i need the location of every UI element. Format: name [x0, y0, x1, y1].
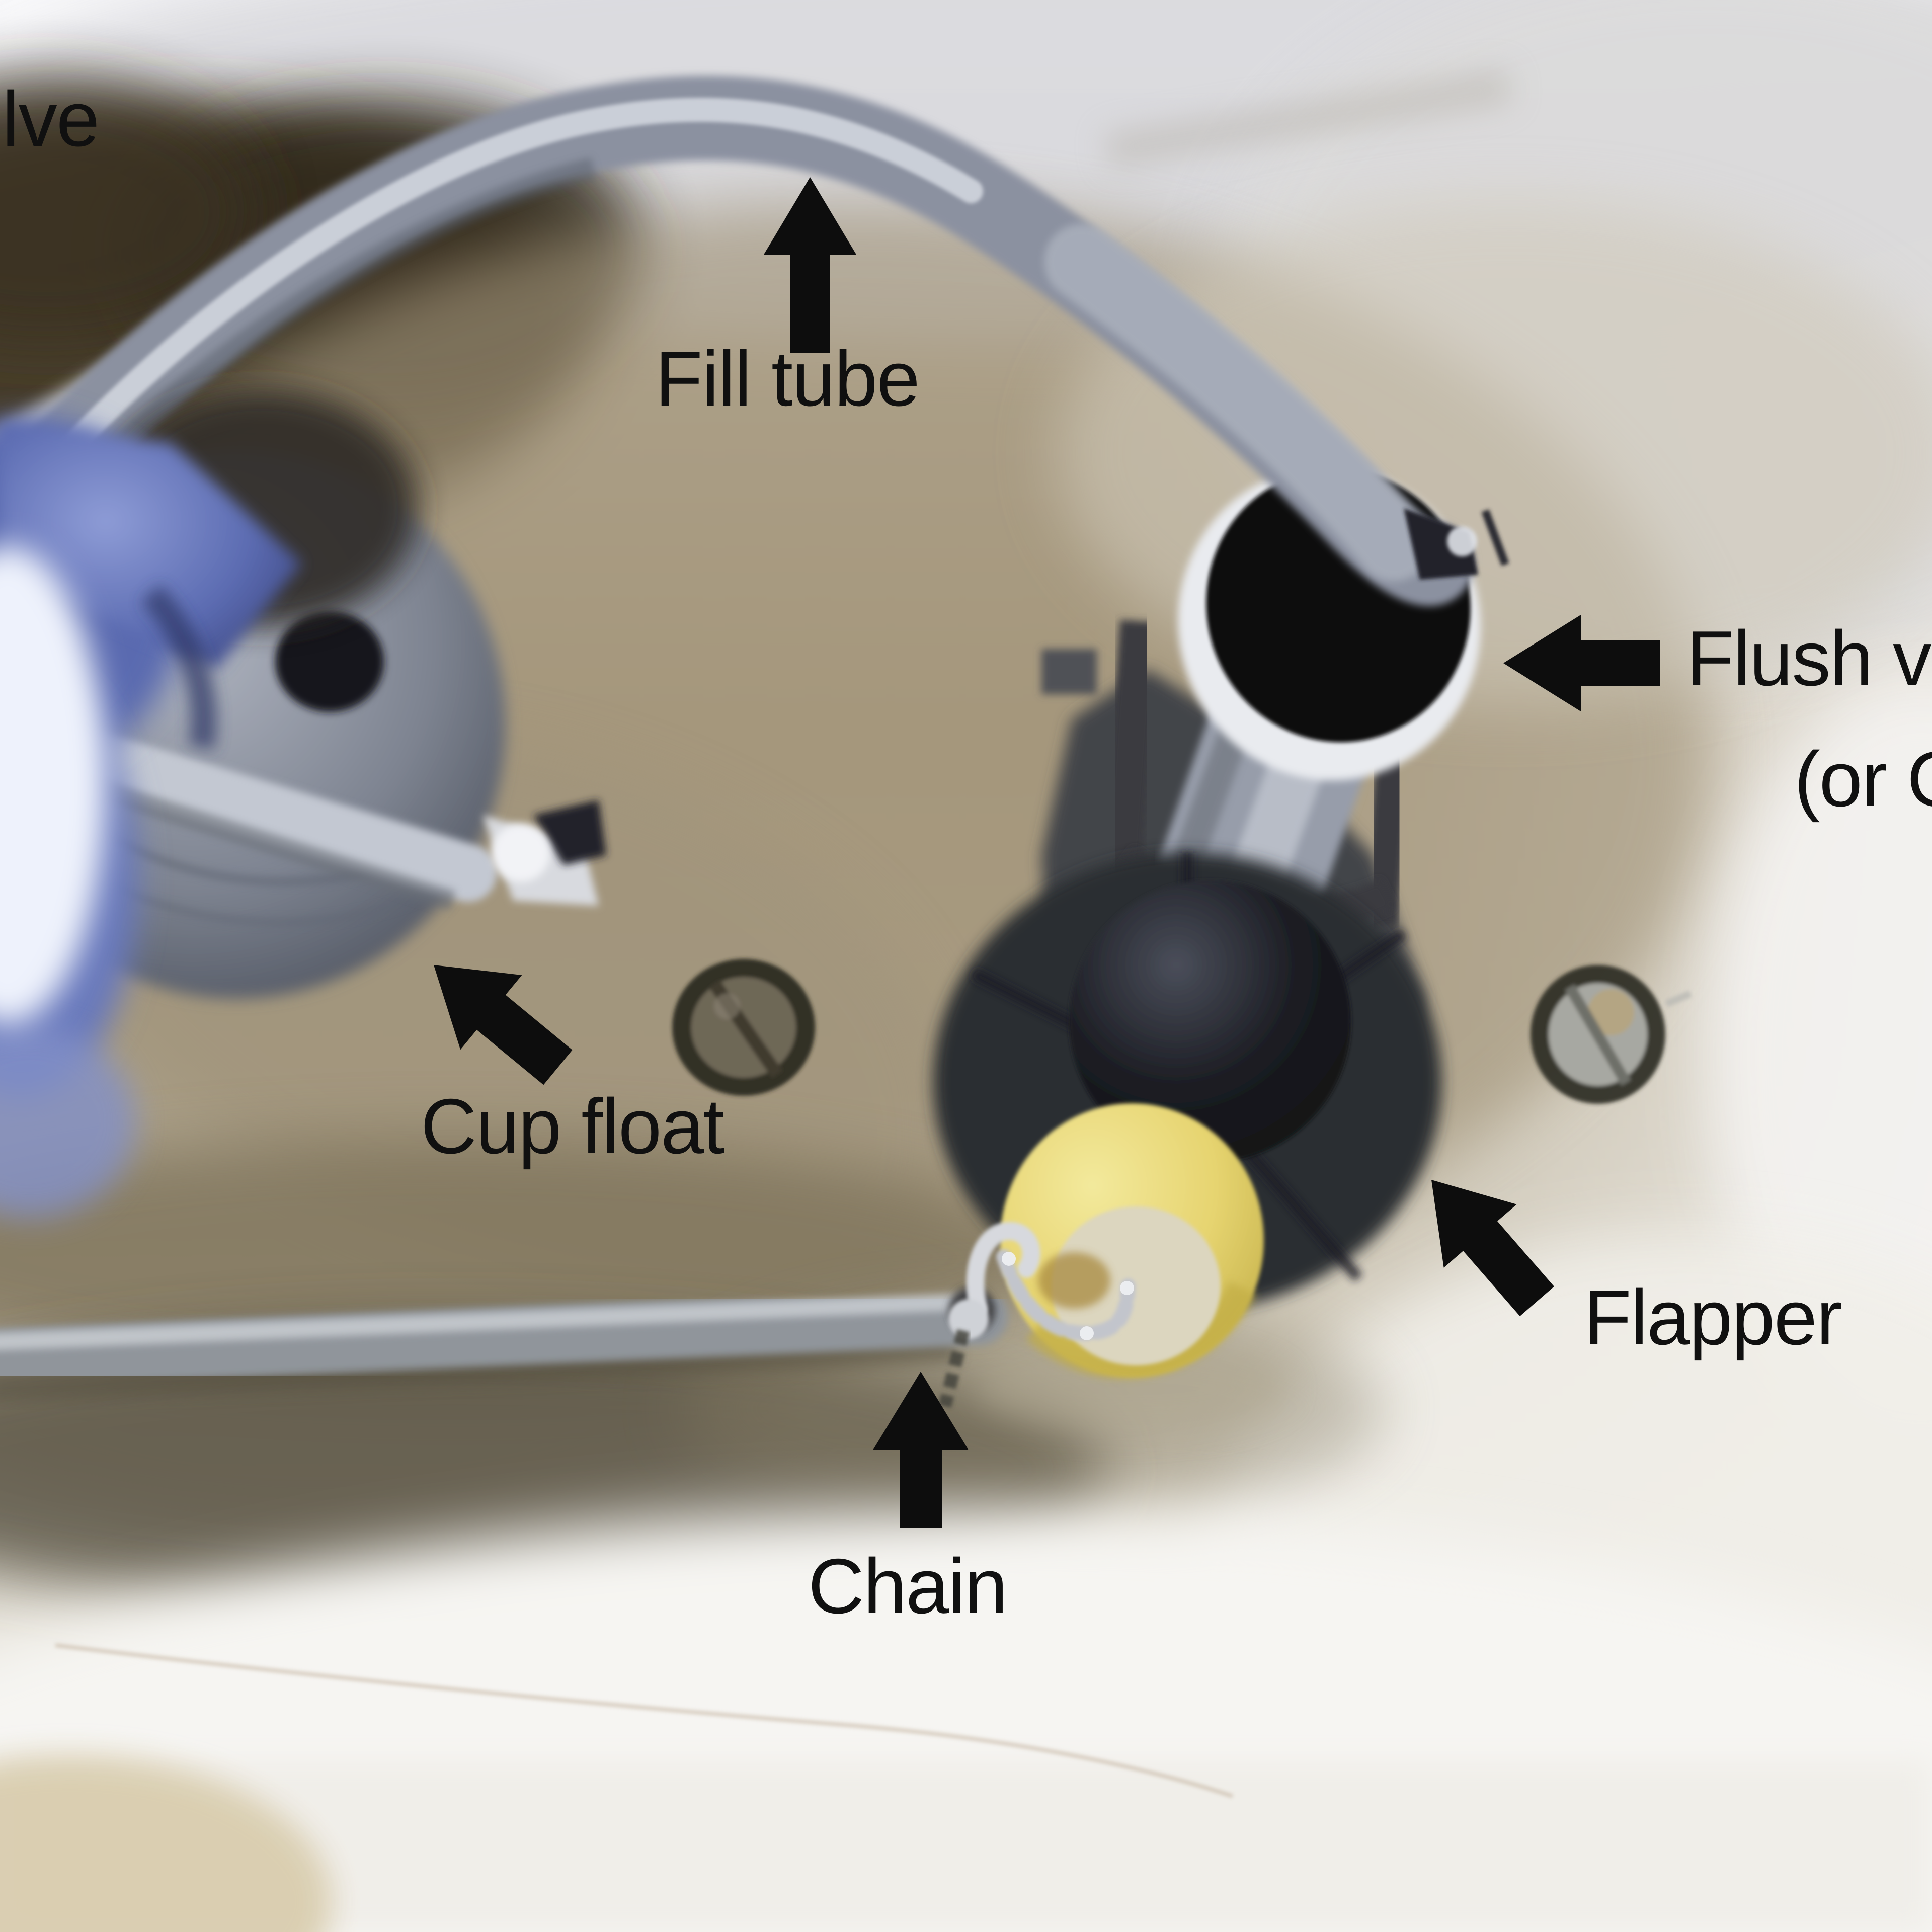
tank-bolt-left — [672, 959, 815, 1096]
cup-float-label: Cup float — [421, 1083, 724, 1170]
fill-tube-label: Fill tube — [655, 335, 919, 422]
flapper-label: Flapper — [1584, 1274, 1841, 1361]
flush-valve-label-line2: (or O — [1794, 736, 1932, 823]
chain-label: Chain — [808, 1543, 1007, 1630]
fill-valve-label-partial: lve — [2, 75, 99, 163]
cup-float-hole — [275, 611, 384, 712]
flush-valve-label-line1: Flush v — [1686, 615, 1931, 702]
